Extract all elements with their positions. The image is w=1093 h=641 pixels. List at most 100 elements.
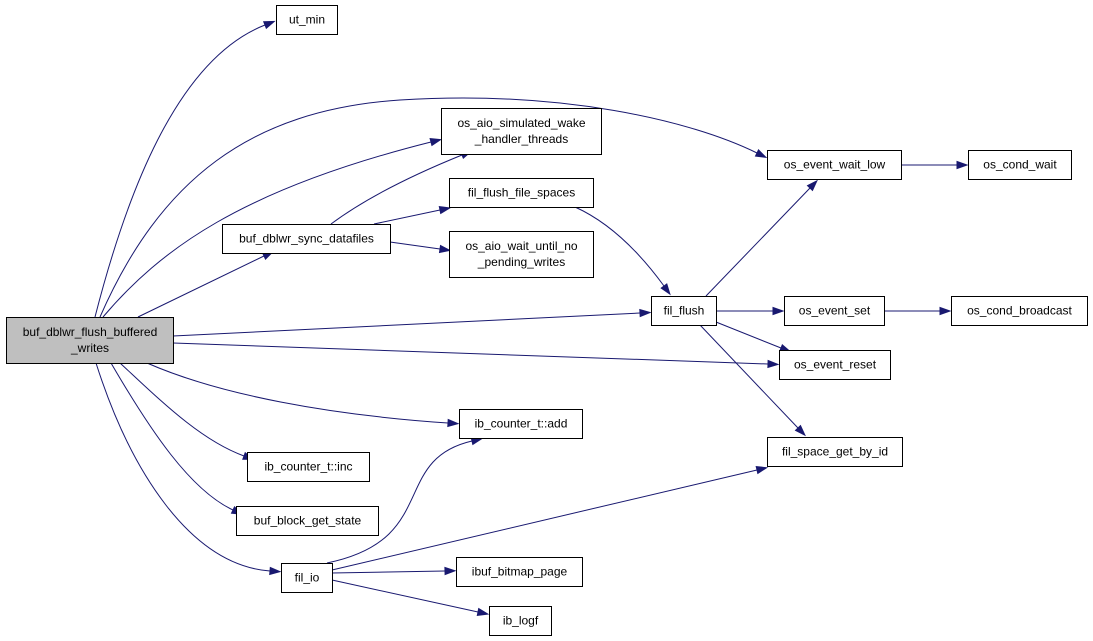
- edge-line: [715, 321, 782, 349]
- node-box[interactable]: [449, 231, 594, 278]
- node-box[interactable]: [247, 452, 370, 482]
- node-buf_dblwr_flush_buffered_writes[interactable]: buf_dblwr_flush_buffered_writes: [6, 317, 174, 364]
- edge-buf_dblwr_flush_buffered_writes-to-fil_io: [95, 362, 282, 576]
- node-buf_block_get_state[interactable]: buf_block_get_state: [236, 506, 379, 536]
- edge-arrowhead: [269, 566, 282, 576]
- node-os_cond_broadcast[interactable]: os_cond_broadcast: [951, 296, 1088, 326]
- edge-arrowhead: [767, 359, 780, 369]
- edge-arrowhead: [754, 149, 768, 159]
- node-box[interactable]: [968, 150, 1072, 180]
- node-label: fil_space_get_by_id: [782, 445, 888, 459]
- node-os_event_reset[interactable]: os_event_reset: [779, 350, 891, 380]
- edge-line: [699, 324, 799, 429]
- edge-buf_dblwr_flush_buffered_writes-to-buf_dblwr_sync_datafiles: [137, 250, 275, 318]
- edge-arrowhead: [772, 306, 785, 316]
- node-ib_counter_t_add[interactable]: ib_counter_t::add: [459, 409, 583, 439]
- node-box[interactable]: [449, 178, 594, 208]
- node-label: buf_dblwr_sync_datafiles: [239, 232, 374, 246]
- node-box[interactable]: [6, 317, 174, 364]
- edge-line: [331, 469, 758, 571]
- edge-line: [94, 24, 266, 318]
- edge-line: [330, 154, 463, 225]
- node-os_aio_wait_until_no_pending_writes[interactable]: os_aio_wait_until_no_pending_writes: [449, 231, 594, 278]
- node-label: buf_block_get_state: [254, 514, 362, 528]
- edge-line: [574, 206, 665, 287]
- edge-line: [102, 141, 432, 318]
- node-ib_counter_t_inc[interactable]: ib_counter_t::inc: [247, 452, 370, 482]
- edge-arrowhead: [660, 283, 671, 296]
- node-label: fil_flush_file_spaces: [468, 186, 575, 200]
- node-box[interactable]: [222, 224, 391, 254]
- node-fil_io[interactable]: fil_io: [281, 563, 333, 593]
- edge-arrowhead: [429, 138, 443, 147]
- edge-arrowhead: [438, 206, 452, 215]
- node-ib_logf[interactable]: ib_logf: [489, 606, 552, 636]
- node-box[interactable]: [459, 409, 583, 439]
- edge-arrowhead: [794, 424, 806, 437]
- edge-buf_dblwr_flush_buffered_writes-to-fil_flush: [172, 308, 652, 337]
- call-graph-nodes: buf_dblwr_flush_buffered_writes ut_min os_…: [6, 5, 1088, 636]
- node-box[interactable]: [784, 296, 885, 326]
- edge-line: [331, 579, 479, 613]
- edge-line: [110, 362, 234, 511]
- edge-line: [326, 440, 473, 564]
- node-box[interactable]: [779, 350, 891, 380]
- node-label: os_event_reset: [794, 358, 877, 372]
- edge-arrowhead: [447, 418, 460, 428]
- node-buf_dblwr_sync_datafiles[interactable]: buf_dblwr_sync_datafiles: [222, 224, 391, 254]
- edge-buf_dblwr_sync_datafiles-to-os_aio_wait_until_no_pending_writes: [389, 241, 452, 254]
- node-fil_flush[interactable]: fil_flush: [651, 296, 717, 326]
- node-label: os_aio_simulated_wake: [457, 116, 585, 130]
- node-box[interactable]: [236, 506, 379, 536]
- node-box[interactable]: [441, 108, 602, 155]
- edge-line: [172, 312, 641, 337]
- node-label: os_event_wait_low: [784, 158, 886, 172]
- node-fil_space_get_by_id[interactable]: fil_space_get_by_id: [767, 437, 903, 467]
- node-fil_flush_file_spaces[interactable]: fil_flush_file_spaces: [449, 178, 594, 208]
- node-box[interactable]: [767, 150, 902, 180]
- edge-line: [95, 362, 271, 572]
- edge-buf_dblwr_flush_buffered_writes-to-os_aio_simulated_wake_handler_threads: [102, 138, 443, 318]
- node-label: os_cond_wait: [983, 158, 1057, 172]
- edge-line: [331, 570, 446, 574]
- node-os_event_wait_low[interactable]: os_event_wait_low: [767, 150, 902, 180]
- edge-fil_flush-to-os_event_reset: [715, 321, 792, 353]
- edge-arrowhead: [755, 466, 769, 475]
- edge-fil_io-to-ib_logf: [331, 579, 490, 616]
- node-os_event_set[interactable]: os_event_set: [784, 296, 885, 326]
- edge-buf_dblwr_flush_buffered_writes-to-os_event_wait_low: [99, 97, 768, 318]
- edge-buf_dblwr_flush_buffered_writes-to-buf_block_get_state: [110, 362, 244, 515]
- node-label: os_cond_broadcast: [967, 304, 1072, 318]
- node-label: ibuf_bitmap_page: [472, 565, 568, 579]
- node-label: ib_logf: [503, 614, 539, 628]
- call-graph-edges: [94, 20, 969, 616]
- edge-line: [137, 255, 265, 318]
- node-label: _handler_threads: [474, 132, 568, 146]
- edge-fil_io-to-fil_space_get_by_id: [331, 466, 769, 571]
- node-label: ut_min: [289, 13, 325, 27]
- edge-line: [146, 362, 449, 424]
- node-box[interactable]: [651, 296, 717, 326]
- node-ibuf_bitmap_page[interactable]: ibuf_bitmap_page: [456, 557, 583, 587]
- edge-line: [373, 209, 441, 225]
- node-box[interactable]: [281, 563, 333, 593]
- edge-line: [389, 241, 441, 250]
- node-ut_min[interactable]: ut_min: [276, 5, 338, 35]
- node-box[interactable]: [767, 437, 903, 467]
- node-box[interactable]: [951, 296, 1088, 326]
- edge-os_event_set-to-os_cond_broadcast: [884, 306, 952, 316]
- node-box[interactable]: [276, 5, 338, 35]
- edge-line: [99, 97, 758, 318]
- node-label: fil_flush: [664, 304, 705, 318]
- node-box[interactable]: [489, 606, 552, 636]
- node-label: ib_counter_t::inc: [264, 460, 352, 474]
- edge-fil_flush-to-os_event_set: [716, 306, 785, 316]
- node-os_aio_simulated_wake_handler_threads[interactable]: os_aio_simulated_wake _handler_threads: [441, 108, 602, 155]
- edge-fil_flush-to-os_event_wait_low: [705, 179, 818, 297]
- edge-arrowhead: [939, 306, 952, 316]
- node-os_cond_wait[interactable]: os_cond_wait: [968, 150, 1072, 180]
- node-box[interactable]: [456, 557, 583, 587]
- edge-buf_dblwr_sync_datafiles-to-fil_flush_file_spaces: [373, 206, 452, 225]
- edge-line: [705, 187, 811, 297]
